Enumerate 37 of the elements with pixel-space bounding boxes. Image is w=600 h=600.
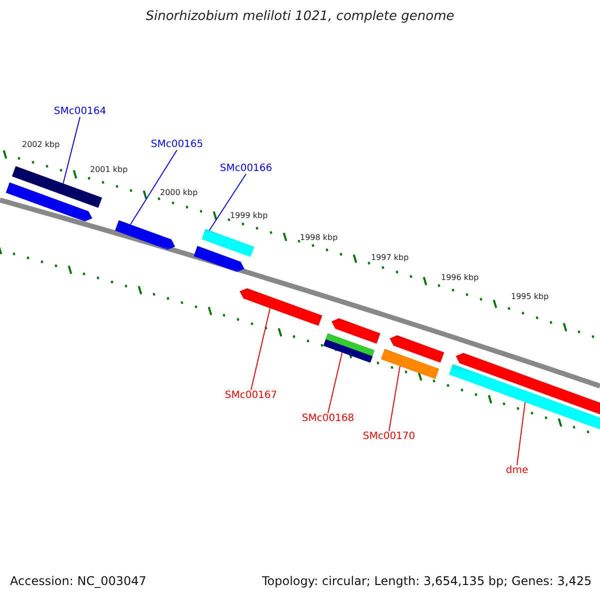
leader-line (208, 174, 246, 231)
gene-feature (323, 339, 373, 363)
leader-line (250, 308, 271, 390)
footer-text: Topology: circular; Length: 3,654,135 bp; Genes: 3,425 (262, 574, 592, 588)
leader-line (328, 352, 343, 414)
leader-line (388, 366, 400, 432)
leader-line (130, 150, 178, 225)
gene-feature (325, 333, 375, 357)
gene-feature (115, 220, 176, 250)
gene-label: dme (506, 465, 528, 476)
position-label: 1995 kbp (511, 292, 549, 301)
gene-feature (380, 348, 440, 380)
leader-line (516, 402, 526, 466)
gene-label: SMc00167 (224, 390, 278, 401)
position-label: 2000 kbp (160, 188, 198, 197)
leader-line (62, 116, 80, 184)
position-label: 1997 kbp (371, 253, 409, 262)
gene-feature (332, 318, 380, 344)
gene-feature (202, 228, 254, 258)
gene-label: SMc00168 (302, 413, 354, 424)
gene-label: SMc00166 (220, 163, 272, 174)
diagram-title: Sinorhizobium meliloti 1021, complete genome (144, 9, 456, 24)
position-label: 1998 kbp (300, 233, 338, 242)
position-label: 1999 kbp (230, 211, 268, 220)
position-label: 2001 kbp (90, 165, 128, 174)
gene-label: SMc00165 (150, 139, 204, 150)
gene-feature (194, 246, 244, 272)
position-label: 1996 kbp (441, 273, 479, 282)
gene-feature (240, 288, 322, 326)
gene-feature (449, 364, 600, 430)
position-label: 2002 kbp (22, 140, 60, 149)
gene-feature (390, 335, 444, 363)
gene-label: SMc00170 (362, 431, 416, 442)
gene-feature (456, 352, 600, 416)
footer-text: Accession: NC_003047 (10, 574, 146, 588)
gene-label: SMc00164 (54, 106, 106, 117)
gene-feature (6, 182, 92, 222)
